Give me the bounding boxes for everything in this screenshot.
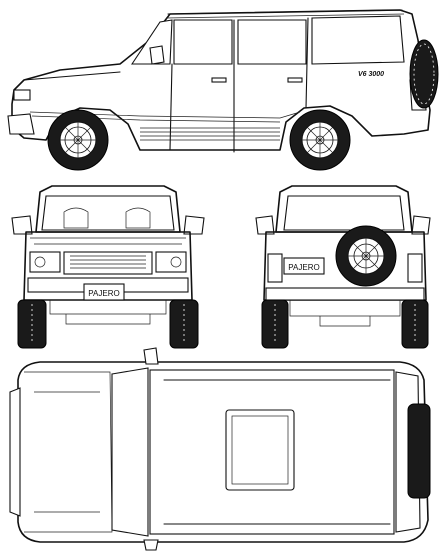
rear-quarter-window <box>311 15 405 65</box>
side-headlight <box>13 89 31 101</box>
front-door-handle <box>211 77 227 83</box>
top-front-bumper <box>9 387 21 517</box>
top-sunroof <box>225 409 295 491</box>
front-plate-text: PAJERO <box>88 289 119 298</box>
front-bumper-side <box>7 113 35 135</box>
side-badge: V6 3000 <box>358 71 384 78</box>
top-body-outline <box>17 361 429 543</box>
rear-right-mirror <box>411 215 431 235</box>
rear-left-mirror <box>255 215 275 235</box>
top-windshield <box>111 367 149 537</box>
roof-rail <box>167 9 403 15</box>
front-door-window <box>173 19 233 65</box>
rear-bumper <box>265 287 425 301</box>
rear-plate-text: PAJERO <box>288 263 319 272</box>
side-view: V6 3000 <box>7 9 439 171</box>
front-grille <box>63 251 153 275</box>
top-right-mirror <box>143 539 159 551</box>
front-plate <box>83 283 125 301</box>
top-hood <box>24 371 113 533</box>
top-spare-tire <box>407 403 431 499</box>
front-left-mirror <box>11 215 33 235</box>
rear-door-handle <box>287 77 303 83</box>
side-mirror <box>149 45 165 65</box>
top-left-mirror <box>143 347 159 365</box>
rear-view: PAJERO <box>255 185 431 349</box>
front-view: PAJERO <box>11 185 205 349</box>
rear-window <box>283 195 405 231</box>
top-view <box>9 347 431 551</box>
front-right-mirror <box>183 215 205 235</box>
rear-left-tail-lamp <box>267 253 283 283</box>
front-windshield <box>41 195 175 231</box>
rear-door-window <box>237 19 307 65</box>
side-spare-tire <box>409 39 439 109</box>
rear-right-tail-lamp <box>407 253 423 283</box>
rear-plate <box>283 257 325 275</box>
